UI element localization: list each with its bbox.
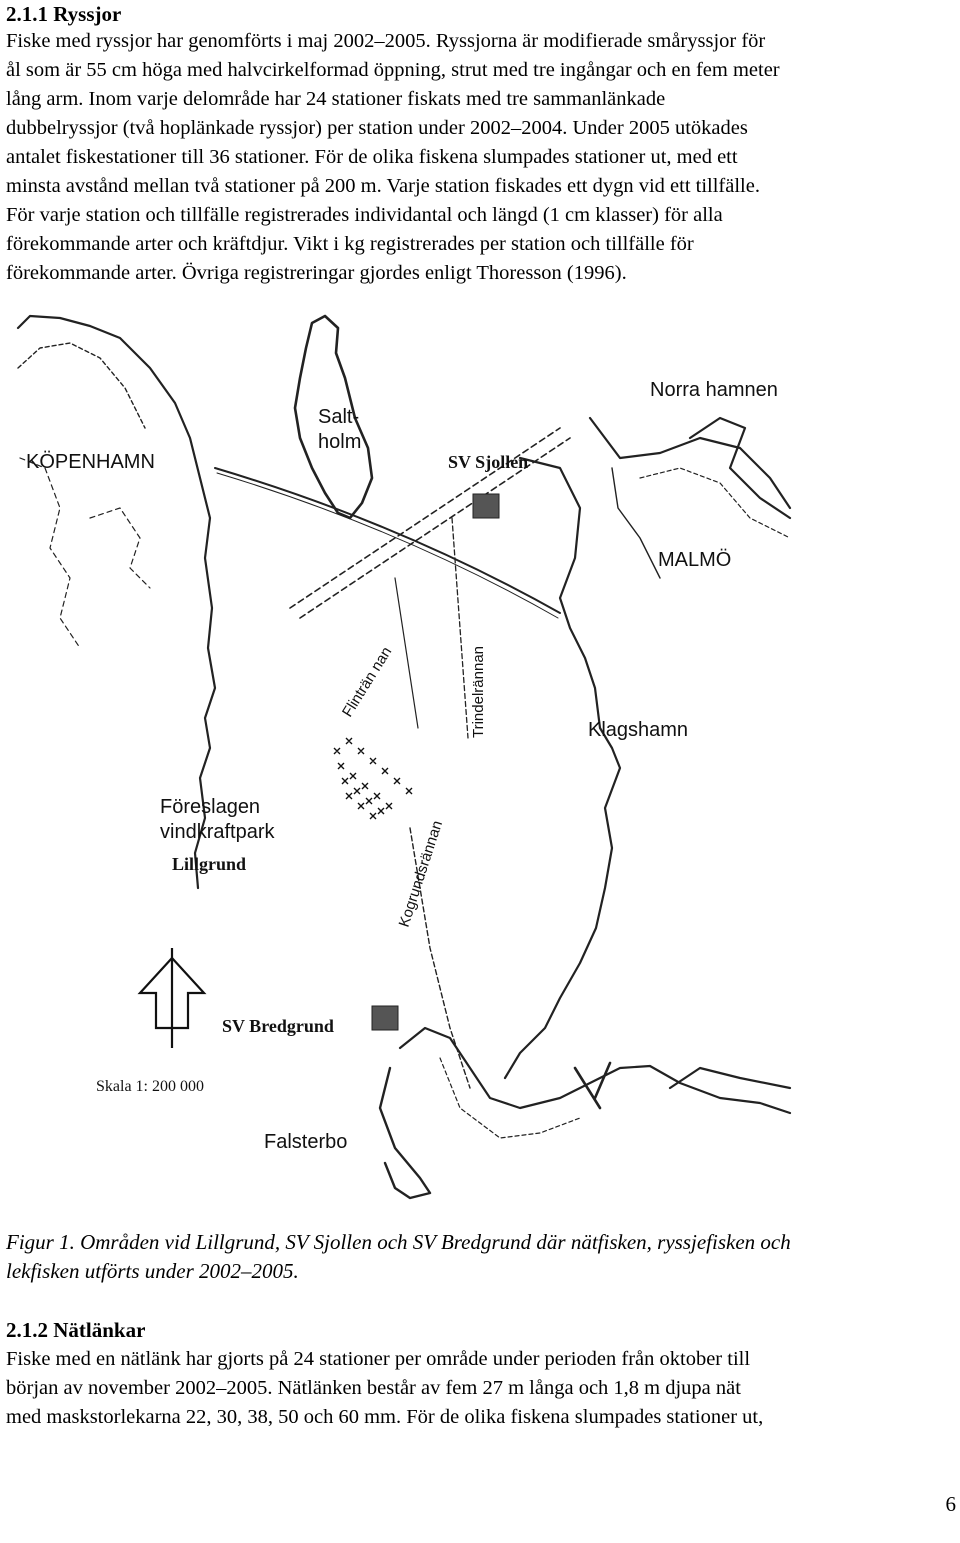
text-line: förekommande arter och kräftdjur. Vikt i… xyxy=(6,233,694,255)
section-heading-natlankar: 2.1.2 Nätlänkar xyxy=(6,1318,146,1342)
caption-line: lekfisken utförts under 2002–2005. xyxy=(6,1259,299,1283)
trindelrannan-lane xyxy=(451,517,469,739)
falsterbo-peninsula xyxy=(398,1026,792,1115)
label-klagshamn: Klagshamn xyxy=(588,719,688,741)
section-heading-ryssjor: 2.1.1 Ryssjor xyxy=(6,2,122,26)
paragraph-ryssjor: Fiske med ryssjor har genomförts i maj 2… xyxy=(6,27,956,288)
label-vindkraft-2: vindkraftpark xyxy=(160,821,275,843)
text-line: Fiske med ryssjor har genomförts i maj 2… xyxy=(6,30,766,52)
text-line: lång arm. Inom varje delområde har 24 st… xyxy=(6,88,666,110)
label-kopenhamn: KÖPENHAMN xyxy=(26,451,155,473)
text-line: med maskstorlekarna 22, 30, 38, 50 och 6… xyxy=(6,1406,764,1428)
text-line: dubbelryssjor (två hoplänkade ryssjor) p… xyxy=(6,117,748,139)
text-line: Fiske med en nätlänk har gjorts på 24 st… xyxy=(6,1348,751,1370)
copenhagen-coast xyxy=(16,314,217,890)
north-arrow-icon xyxy=(137,948,207,1048)
label-sv-sjollen: SV Sjollen xyxy=(448,452,528,472)
windfarm-grid xyxy=(333,737,413,820)
text-line: ål som är 55 cm höga med halvcirkelforma… xyxy=(6,59,780,81)
saltholm-island xyxy=(293,314,374,520)
label-scale: Skala 1: 200 000 xyxy=(96,1078,204,1095)
map-drawing: KÖPENHAMN Salt- holm Norra hamnen MALMÖ … xyxy=(16,314,792,1200)
label-malmo: MALMÖ xyxy=(658,549,731,571)
figure-caption: Figur 1. Områden vid Lillgrund, SV Sjoll… xyxy=(6,1228,960,1286)
malmo-coast xyxy=(588,416,792,510)
label-vindkraft-1: Föreslagen xyxy=(160,796,260,818)
sv-sjollen-marker xyxy=(472,493,500,519)
label-saltholm-2: holm xyxy=(318,431,361,453)
flintrannan-lane xyxy=(289,427,561,609)
page-number: 6 xyxy=(945,1492,957,1516)
label-sv-bredgrund: SV Bredgrund xyxy=(222,1016,334,1036)
oresund-bridge xyxy=(214,467,561,614)
sv-bredgrund-marker xyxy=(371,1005,399,1031)
label-falsterbo: Falsterbo xyxy=(264,1131,347,1153)
text-line: För varje station och tillfälle registre… xyxy=(6,204,723,226)
label-trindelrannan: Trindelrännan xyxy=(470,646,487,738)
label-lillgrund: Lillgrund xyxy=(172,854,246,874)
map-figure: KÖPENHAMN Salt- holm Norra hamnen MALMÖ … xyxy=(0,308,960,1220)
label-norra-hamnen: Norra hamnen xyxy=(650,379,778,401)
paragraph-natlankar: Fiske med en nätlänk har gjorts på 24 st… xyxy=(6,1345,956,1432)
label-flintrannan: Flinträn nan xyxy=(339,644,395,720)
text-line: förekommande arter. Övriga registreringa… xyxy=(6,262,627,284)
text-line: antalet fiskestationer till 36 stationer… xyxy=(6,146,738,168)
label-kogrundsrannan: Kogrundsrännan xyxy=(396,818,446,929)
label-saltholm-1: Salt- xyxy=(318,406,359,428)
text-line: början av november 2002–2005. Nätlänken … xyxy=(6,1377,741,1399)
caption-line: Figur 1. Områden vid Lillgrund, SV Sjoll… xyxy=(6,1230,791,1254)
kogrundsrannan-lane xyxy=(409,827,471,1089)
text-line: minsta avstånd mellan två stationer på 2… xyxy=(6,175,760,197)
